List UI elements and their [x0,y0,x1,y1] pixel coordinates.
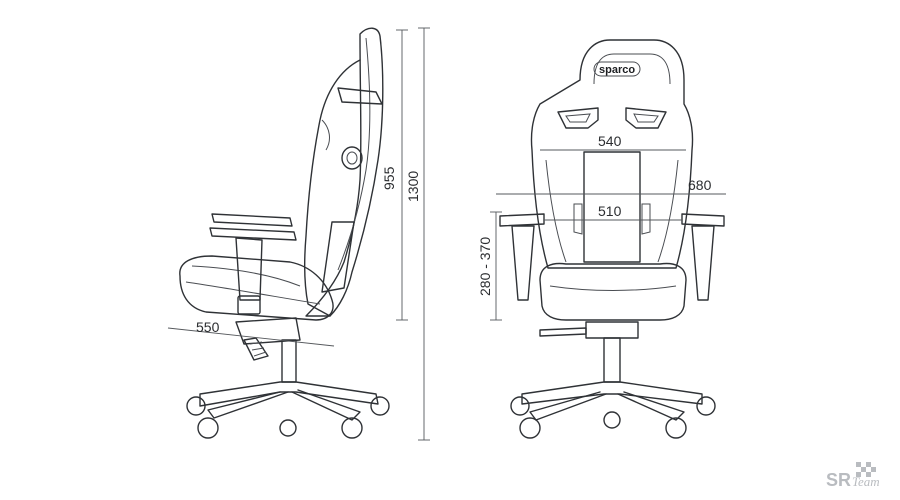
side-recline-knob [341,146,363,170]
side-view-chair [179,27,390,439]
front-arm-post-left [511,225,535,301]
seat-depth-label: 550 [196,319,220,335]
side-backrest-wing [303,59,361,317]
armrest-height-label: 280 - 370 [477,237,493,296]
back-height-label: 955 [381,166,397,190]
side-backrest [305,27,384,317]
watermark-script: Team [852,474,880,489]
overall-height-label: 1300 [405,171,421,202]
seat-width-label: 510 [598,203,622,219]
side-base [199,381,379,407]
front-gas-cylinder [603,337,621,383]
front-caster-group [510,396,716,439]
front-armrest-pad-left [499,213,545,227]
side-shoulder-pad [337,87,383,105]
side-armrest-pad-lower [209,227,297,241]
sparco-logo: sparco [599,64,635,76]
front-base [521,381,703,405]
front-arm-post-right [691,225,715,301]
overall-width-label: 680 [688,177,712,193]
front-dimensions: 540 680 510 280 - 370 [477,133,726,321]
front-lever [539,327,587,337]
front-mechanism [585,321,639,339]
front-armrest-pad-right [681,213,725,227]
front-view-chair: sparco [499,39,725,439]
checkered-flag-icon [856,462,876,477]
side-dimensions: 550 955 1300 [167,27,430,441]
side-gas-cylinder [281,339,297,383]
side-seat-cushion [179,255,334,321]
side-lever [243,337,269,361]
watermark-letters: SR [826,470,851,490]
side-caster-group [186,396,390,439]
srteam-watermark: SR Team [826,462,880,490]
side-back-slot [321,221,355,293]
side-mechanism [235,317,301,345]
front-backrest [530,39,694,269]
front-harness-slot-left [557,107,599,129]
side-arm-post [235,237,263,301]
front-seat-cushion [539,262,687,321]
seat-depth-dim-line [167,327,335,347]
shoulder-width-label: 540 [598,133,622,149]
front-center-panel [583,151,641,263]
front-harness-slot-right [625,107,667,129]
sparco-logo-frame [593,61,641,77]
side-armrest-pad-upper [211,213,293,227]
